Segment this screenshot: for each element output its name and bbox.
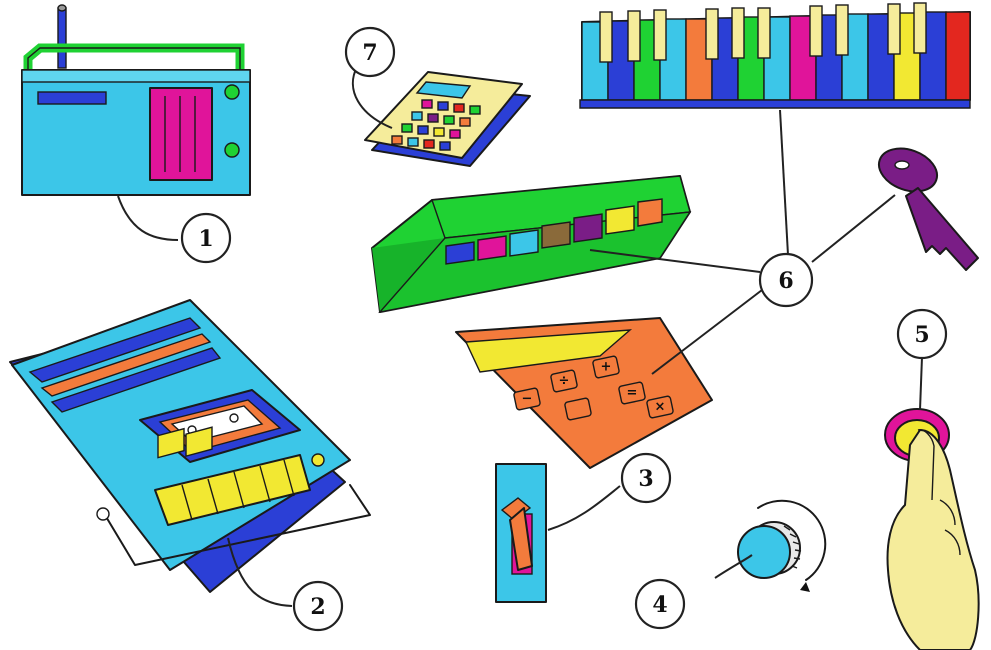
callout-3: 3 xyxy=(622,454,670,502)
calculator xyxy=(365,72,530,166)
rotary-knob xyxy=(738,501,825,592)
cassette-recorder xyxy=(10,300,370,592)
callout-2: 2 xyxy=(294,582,342,630)
calculator-closeup: ÷ + − = × xyxy=(456,318,712,468)
callout-2-label: 2 xyxy=(310,594,325,620)
key xyxy=(873,141,978,270)
callout-1: 1 xyxy=(182,214,230,262)
calc-key-multiply: × xyxy=(655,400,666,415)
callout-3-label: 3 xyxy=(638,466,653,492)
callout-5: 5 xyxy=(898,310,946,358)
callout-6: 6 xyxy=(760,254,812,306)
radio xyxy=(22,5,250,195)
push-button-bar xyxy=(372,176,690,312)
push-button-hand xyxy=(885,409,979,650)
callout-4-label: 4 xyxy=(652,592,667,618)
callout-5-label: 5 xyxy=(914,322,929,348)
calc-key-plus: + xyxy=(601,360,612,375)
calc-key-minus: − xyxy=(522,392,533,407)
callout-7: 7 xyxy=(346,28,394,76)
piano-keyboard xyxy=(580,3,970,108)
callout-1-label: 1 xyxy=(198,226,213,252)
callout-6-label: 6 xyxy=(778,268,793,294)
calc-key-divide: ÷ xyxy=(559,374,570,389)
callout-4: 4 xyxy=(636,580,684,628)
callout-7-label: 7 xyxy=(362,40,377,66)
slide-switch xyxy=(496,464,546,602)
calc-key-equals: = xyxy=(627,386,638,401)
